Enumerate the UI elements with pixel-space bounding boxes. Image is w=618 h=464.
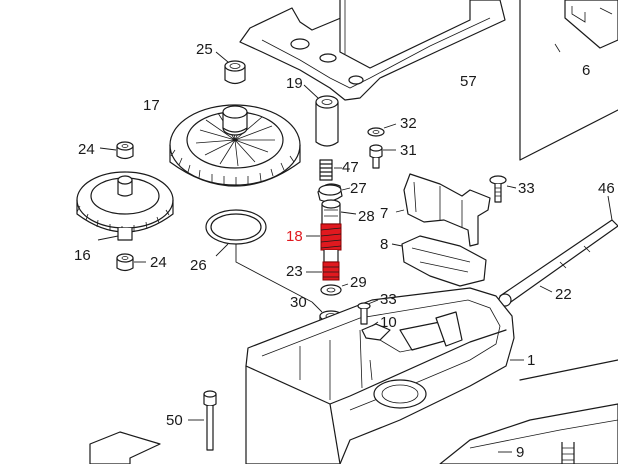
screw-33-lower	[357, 299, 379, 325]
mounting-plate-57	[239, 0, 506, 101]
spring-47	[319, 159, 342, 181]
callout-1: 1	[527, 352, 535, 369]
callout-22: 22	[555, 286, 572, 303]
screw-31	[369, 144, 396, 169]
bushing-24-lower	[116, 253, 146, 272]
callout-47: 47	[342, 159, 359, 176]
worm-gear-18-highlighted	[306, 223, 342, 251]
bushing-24-upper	[99, 141, 134, 160]
callout-9: 9	[516, 444, 524, 461]
callout-27: 27	[350, 180, 367, 197]
part-10	[361, 321, 391, 341]
callout-6: 6	[582, 62, 590, 79]
gear-23-highlighted	[306, 250, 340, 281]
callout-46: 46	[598, 180, 615, 197]
shaft-28	[321, 199, 357, 225]
callout-19: 19	[286, 75, 303, 92]
callout-10: 10	[380, 314, 397, 331]
gear-16	[76, 171, 174, 241]
callout-18: 18	[286, 228, 303, 245]
washer-29	[320, 283, 349, 296]
callout-28: 28	[358, 208, 375, 225]
callout-labels: 25 19 57 6 17 32 31 24 47 27 33 46 28 7 …	[74, 41, 615, 461]
bushing-25	[215, 51, 246, 85]
callout-57: 57	[460, 73, 477, 90]
callout-24-lower: 24	[150, 254, 167, 271]
cover-shield-7	[395, 173, 491, 247]
cap-27	[317, 183, 351, 202]
callout-32: 32	[400, 115, 417, 132]
callout-50: 50	[166, 412, 183, 429]
washer-32	[367, 123, 397, 137]
callout-30: 30	[290, 294, 307, 311]
screw-33-upper	[489, 175, 517, 203]
callout-33-upper: 33	[518, 180, 535, 197]
callout-8: 8	[380, 236, 388, 253]
callout-33-lower: 33	[380, 291, 397, 308]
cover-shield-8	[391, 235, 487, 287]
callout-29: 29	[350, 274, 367, 291]
housing-part-6	[519, 0, 618, 161]
o-ring-26	[205, 209, 313, 303]
callout-7: 7	[380, 205, 388, 222]
callout-23: 23	[286, 263, 303, 280]
callout-31: 31	[400, 142, 417, 159]
callout-24-upper: 24	[78, 141, 95, 158]
callout-26: 26	[190, 257, 207, 274]
callout-17: 17	[143, 97, 160, 114]
bolt-50	[188, 390, 217, 451]
main-housing-1	[245, 287, 524, 464]
large-gear-17	[169, 104, 301, 187]
spacer-19	[303, 84, 339, 147]
callout-25: 25	[196, 41, 213, 58]
callout-16: 16	[74, 247, 91, 264]
rail-9	[89, 359, 618, 464]
